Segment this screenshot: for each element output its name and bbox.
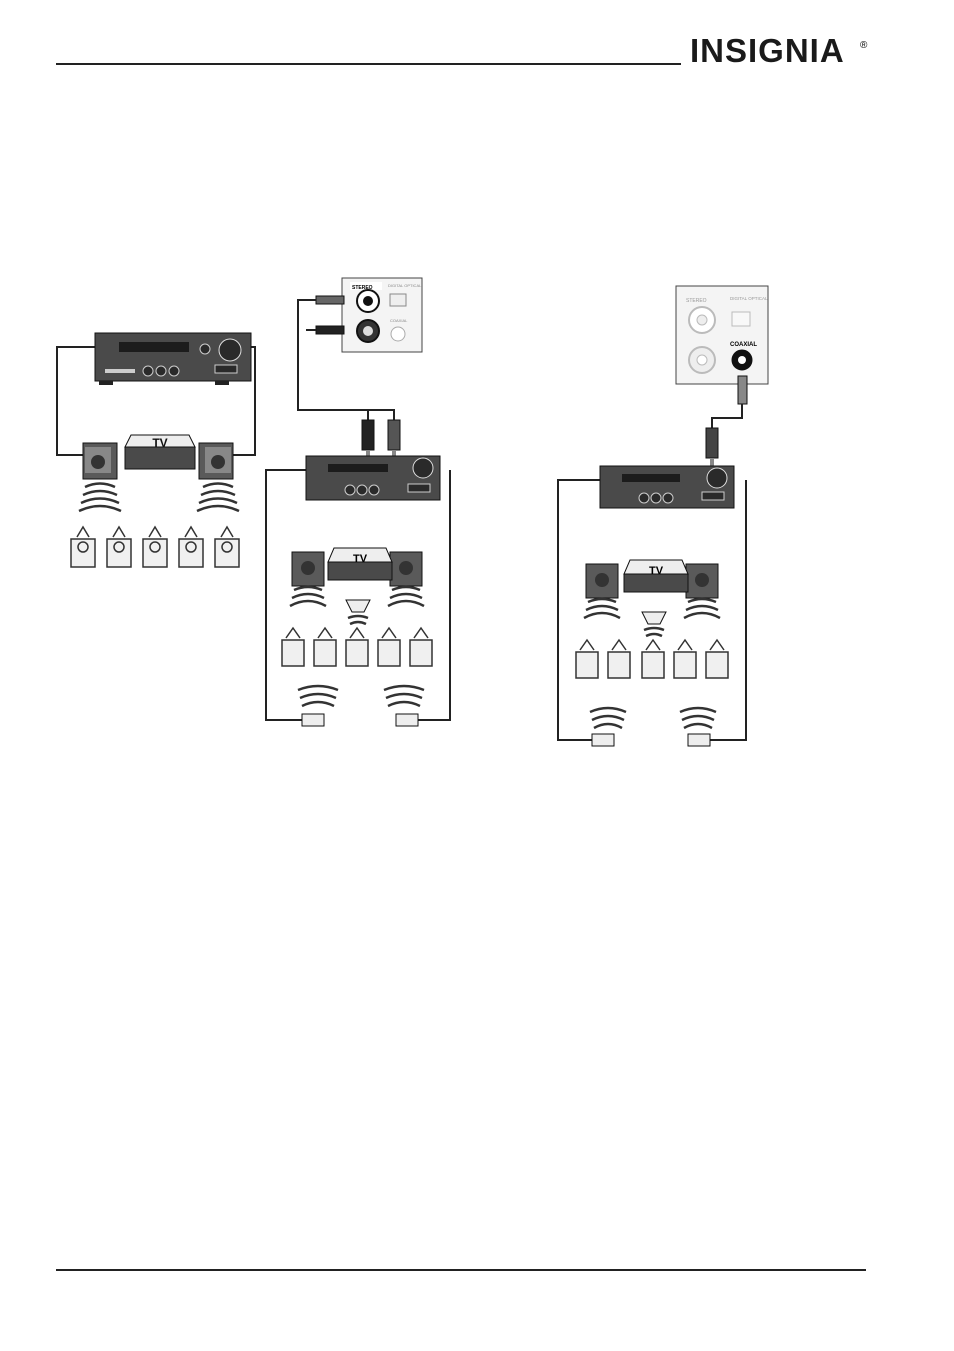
tv-label: TV bbox=[152, 436, 167, 450]
figure-stereo-setup: TV bbox=[55, 305, 260, 600]
listeners bbox=[281, 626, 433, 667]
jack-stereo-label: STEREO bbox=[352, 285, 373, 291]
front-speakers bbox=[585, 563, 719, 599]
figure-stereo-rca-connection: STEREO DIGITAL OPTICAL COAXIAL bbox=[265, 277, 451, 727]
tv: TV bbox=[327, 547, 393, 581]
figure-coaxial-connection: STEREO DIGITAL OPTICAL COAXIAL T bbox=[557, 285, 769, 747]
tv: TV bbox=[124, 434, 196, 470]
registered-mark: ® bbox=[860, 40, 868, 51]
jack-panel: STEREO DIGITAL OPTICAL COAXIAL bbox=[341, 277, 423, 353]
jack-optical-label: DIGITAL OPTICAL bbox=[730, 296, 768, 301]
jack-panel: STEREO DIGITAL OPTICAL COAXIAL bbox=[675, 285, 769, 385]
tv-label: TV bbox=[649, 565, 664, 577]
receiver bbox=[94, 332, 252, 385]
jack-optical-label: DIGITAL OPTICAL bbox=[388, 283, 422, 288]
rear-speakers bbox=[591, 733, 711, 747]
listeners bbox=[575, 638, 729, 679]
tv: TV bbox=[623, 559, 689, 593]
receiver bbox=[305, 455, 441, 501]
brand-text: INSIGNIA bbox=[690, 32, 845, 69]
jack-stereo-label: STEREO bbox=[686, 298, 707, 304]
rear-speakers bbox=[301, 713, 419, 727]
rca-plugs-panel bbox=[297, 295, 401, 458]
front-left-speaker bbox=[82, 442, 118, 480]
center-speaker bbox=[345, 599, 371, 613]
front-right-speaker bbox=[198, 442, 234, 480]
jack-coaxial-label: COAXIAL bbox=[730, 342, 757, 348]
jack-coaxial-label: COAXIAL bbox=[390, 318, 408, 323]
sound-waves bbox=[289, 585, 425, 708]
front-speakers bbox=[291, 551, 423, 587]
receiver bbox=[599, 465, 735, 509]
insignia-logo: INSIGNIA ® bbox=[690, 32, 868, 69]
sound-waves bbox=[583, 597, 721, 730]
coaxial-cable bbox=[705, 375, 748, 466]
listeners bbox=[70, 525, 240, 568]
center-speaker bbox=[641, 611, 667, 625]
header-rule bbox=[56, 63, 681, 65]
sound-waves bbox=[78, 482, 240, 513]
tv-label: TV bbox=[353, 553, 368, 565]
footer-rule bbox=[56, 1269, 866, 1271]
